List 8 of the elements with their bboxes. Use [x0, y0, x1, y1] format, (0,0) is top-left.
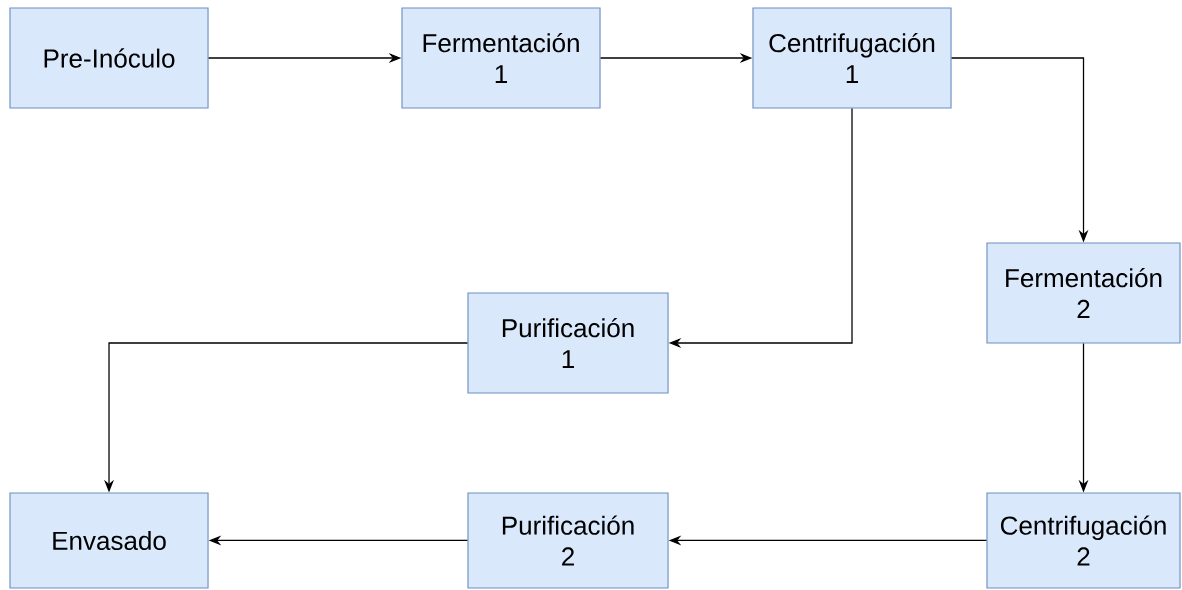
process-box: Centrifugación 1	[752, 7, 952, 109]
process-box: Purificación 2	[467, 492, 669, 589]
process-box: Pre-Inóculo	[9, 7, 209, 109]
process-box: Fermentación 2	[986, 242, 1181, 344]
process-box: Fermentación 1	[401, 7, 601, 109]
process-box: Envasado	[9, 492, 209, 589]
process-box: Purificación 1	[467, 292, 669, 394]
process-box: Centrifugación 2	[986, 492, 1181, 589]
